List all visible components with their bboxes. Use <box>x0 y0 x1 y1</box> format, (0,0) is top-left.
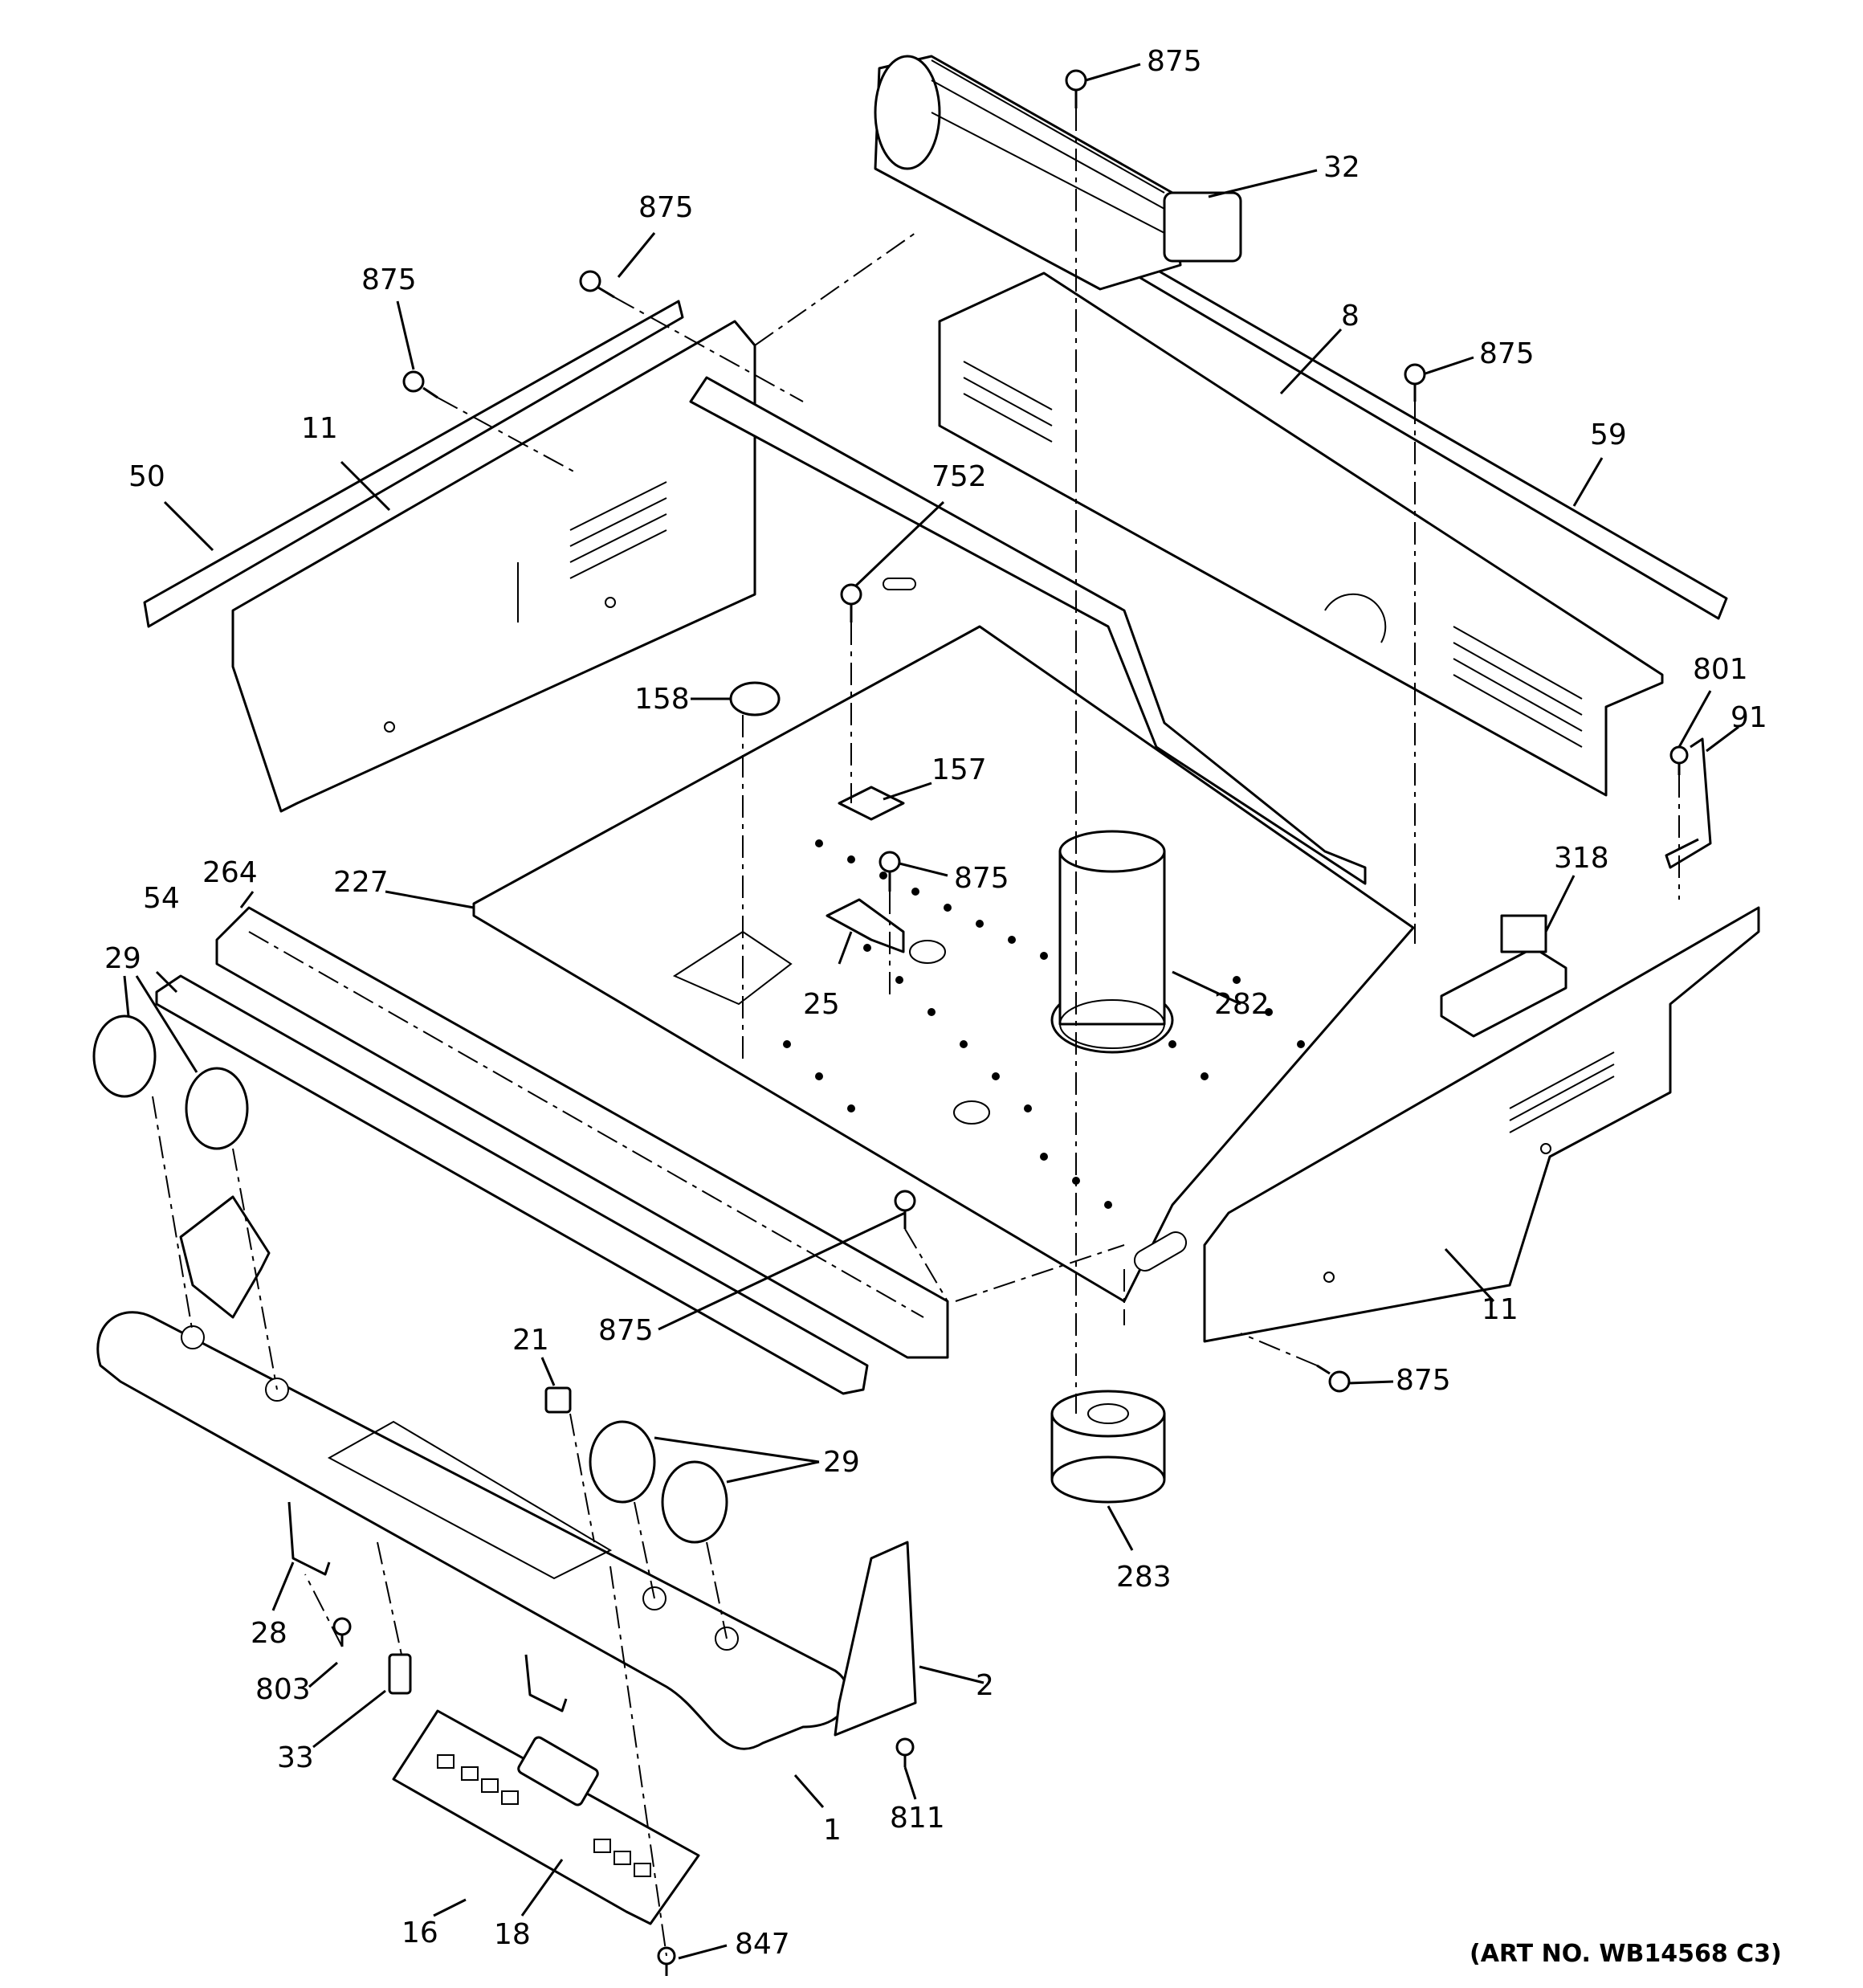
inner-baffle <box>689 376 1367 885</box>
thermostat-158 <box>729 681 781 716</box>
callout-29: 29 <box>104 942 141 975</box>
callout-8: 8 <box>1341 300 1360 333</box>
vent-cap-283 <box>1050 1390 1166 1504</box>
callout-803: 803 <box>255 1673 311 1706</box>
end-cap-2 <box>834 1541 917 1737</box>
side-panel-right <box>1203 906 1760 1343</box>
back-panel <box>938 271 1664 797</box>
callout-801: 801 <box>1693 653 1748 686</box>
callout-282: 282 <box>1214 988 1270 1021</box>
callout-875: 875 <box>954 862 1009 895</box>
bracket-lower <box>524 1654 568 1712</box>
igniter-module-318 <box>1440 914 1567 1038</box>
bracket-91 <box>1665 737 1712 869</box>
electronic-control-16 <box>392 1709 700 1925</box>
callout-875: 875 <box>598 1314 654 1347</box>
callout-875: 875 <box>638 191 694 224</box>
screws <box>332 69 1689 1976</box>
callout-847: 847 <box>735 1928 790 1961</box>
callout-54: 54 <box>143 882 180 915</box>
callout-21: 21 <box>512 1324 549 1357</box>
side-panel-left <box>231 320 756 813</box>
control-panel-1 <box>96 1311 850 1750</box>
knobs-29 <box>92 1014 728 1544</box>
trim-strip-50 <box>143 300 684 628</box>
callout-158: 158 <box>634 683 690 716</box>
callout-18: 18 <box>494 1918 531 1951</box>
callout-32: 32 <box>1323 151 1360 184</box>
callout-29: 29 <box>823 1446 860 1479</box>
callout-283: 283 <box>1116 1561 1172 1594</box>
callout-264: 264 <box>202 856 258 889</box>
callout-752: 752 <box>932 460 987 493</box>
callout-227: 227 <box>333 866 389 899</box>
callout-11: 11 <box>301 412 338 445</box>
callout-875: 875 <box>1147 45 1202 78</box>
switch-33 <box>388 1653 412 1695</box>
callout-1: 1 <box>823 1814 842 1847</box>
bracket-25 <box>826 898 905 953</box>
vent-duct-282 <box>1050 830 1174 1054</box>
leader-lines <box>123 63 1739 1960</box>
callout-157: 157 <box>932 753 987 786</box>
blower-assembly <box>874 55 1242 291</box>
callout-875: 875 <box>1396 1364 1451 1397</box>
callout-2: 2 <box>976 1669 994 1702</box>
callout-25: 25 <box>803 988 840 1021</box>
alignment-lines <box>152 108 1680 1957</box>
callout-811: 811 <box>890 1802 945 1835</box>
switch-21 <box>544 1386 572 1414</box>
callout-318: 318 <box>1554 842 1609 875</box>
thermostat-157 <box>838 786 905 821</box>
front-trim-264 <box>215 906 949 1359</box>
callout-33: 33 <box>277 1741 314 1774</box>
callout-28: 28 <box>251 1617 287 1650</box>
callout-59: 59 <box>1590 418 1627 451</box>
end-cap-left <box>179 1195 271 1319</box>
callout-875: 875 <box>1479 337 1535 370</box>
callout-labels: 875 32 875 875 8 875 59 11 50 752 801 91… <box>104 45 1767 1961</box>
callout-91: 91 <box>1731 701 1767 734</box>
front-trim-54 <box>155 974 869 1395</box>
bracket-28 <box>287 1501 331 1576</box>
callout-11: 11 <box>1482 1293 1519 1326</box>
callout-16: 16 <box>402 1917 438 1949</box>
art-number: (ART NO. WB14568 C3) <box>1470 1940 1782 1968</box>
callout-50: 50 <box>128 460 165 493</box>
callout-875: 875 <box>361 263 417 296</box>
base-pan <box>472 625 1415 1303</box>
